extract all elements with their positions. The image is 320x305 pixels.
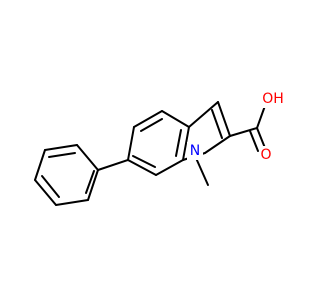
bond-ph-3 [87, 169, 99, 201]
bond-bz-double-2 [175, 129, 182, 157]
phenyl-ring [34, 144, 99, 206]
bond-ph-1 [34, 179, 57, 206]
atom-oh: OH [260, 90, 286, 108]
bond-bz-6 [127, 159, 157, 176]
bond-ph-double-1 [41, 175, 60, 198]
bond-ph-double-3 [48, 152, 76, 158]
bond-ph-double-2 [85, 170, 95, 194]
bond-c3-c2-double [211, 109, 223, 139]
bond-ph-2 [55, 199, 89, 206]
bond-c2-carboxyl [229, 127, 258, 137]
bond-bz-1 [127, 126, 135, 161]
bond-c3a-c3 [188, 101, 219, 128]
carboxylic-acid-group [229, 102, 267, 152]
atom-n: N [187, 142, 203, 160]
atom-carbonyl-o-label: O [260, 147, 271, 163]
bond-ph-4 [76, 144, 99, 171]
atom-oh-bg [260, 90, 286, 108]
bond-bz-double-3 [132, 155, 156, 168]
bond-c2-n [204, 135, 231, 154]
bond-c3-c2 [217, 101, 231, 137]
bond-bz-5 [155, 159, 184, 176]
bond-bz-double-1 [140, 118, 163, 132]
bond-n-methyl [195, 157, 209, 186]
bond-carboxyl-o-double [249, 130, 259, 152]
bond-biaryl [97, 159, 129, 171]
atom-carbonyl-o: O [259, 146, 273, 164]
atom-n-label: N [190, 143, 200, 159]
bond-bz-3 [161, 110, 190, 128]
atom-oh-label: OH [262, 91, 284, 107]
bond-bz-4 [182, 126, 190, 161]
atom-n-bg [187, 142, 203, 160]
atom-carbonyl-o-bg [259, 146, 273, 164]
structure-svg: OH O N [34, 90, 286, 206]
pyrrole-ring [182, 101, 231, 161]
benzene-ring [127, 110, 190, 176]
molecule-diagram: OH O N [34, 90, 286, 206]
bond-ph-6 [34, 149, 46, 181]
bond-bz-2 [133, 110, 163, 128]
bond-carboxyl-o [256, 127, 266, 149]
bond-ph-5 [44, 144, 78, 151]
